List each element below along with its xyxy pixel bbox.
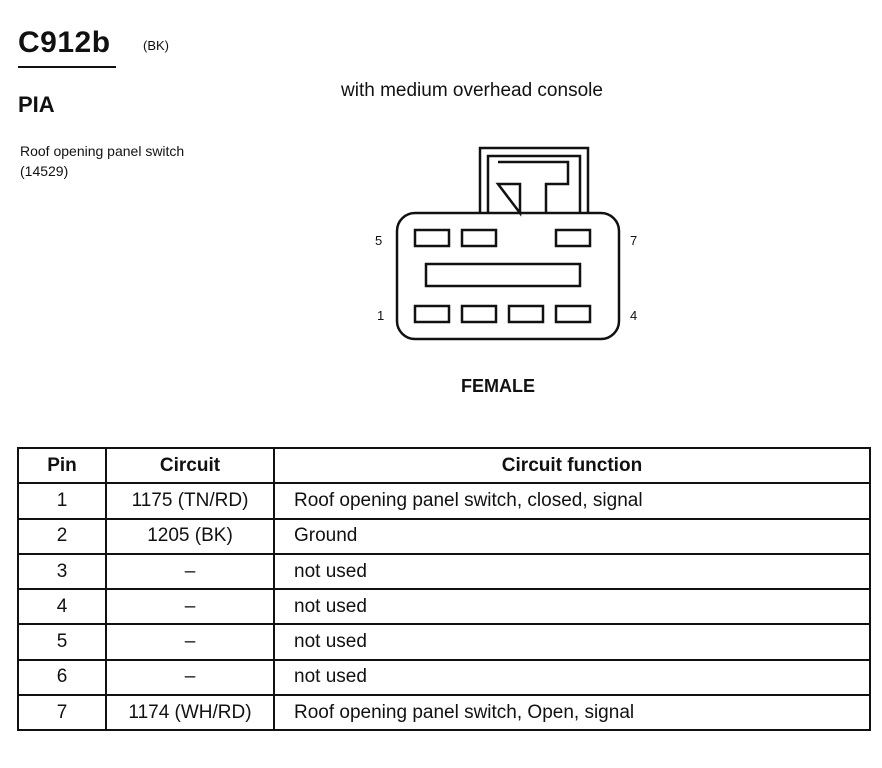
pin-label-4: 4 [630,308,637,323]
table-row: 3 – not used [17,552,871,591]
function-cell: not used [273,552,871,591]
pin-cavity-4 [554,304,592,324]
pin-cell: 2 [17,517,107,555]
function-cell: Roof opening panel switch, Open, signal [273,694,871,732]
circuit-cell: 1175 (TN/RD) [105,482,275,520]
pin-cavity-7 [554,228,592,248]
pinout-table: Pin Circuit Circuit function 1 1175 (TN/… [17,446,871,732]
connector-id: C912b [18,26,111,59]
table-row: 7 1174 (WH/RD) Roof opening panel switch… [17,694,871,732]
pin-label-5: 5 [375,233,382,248]
circuit-cell: – [105,588,275,626]
function-cell: not used [273,588,871,626]
connector-body [395,211,621,341]
table-row: 2 1205 (BK) Ground [17,517,871,555]
table-row: 4 – not used [17,588,871,626]
connector-gender: FEMALE [461,376,535,396]
pin-label-1: 1 [377,308,384,323]
connector-id-underline [18,66,116,68]
connector-description: Roof opening panel switch (14529) [20,143,185,179]
header-circuit-function: Circuit function [273,446,871,485]
pin-cavity-6 [460,228,498,248]
locking-tab [478,146,590,213]
connector-color: (BK) [143,38,169,53]
table-row: 5 – not used [17,623,871,661]
table-row: 1 1175 (TN/RD) Roof opening panel switch… [17,482,871,520]
pin-cavity-5 [413,228,451,248]
pin-cell: 3 [17,552,107,591]
center-slot [424,262,582,288]
header-circuit: Circuit [105,446,275,485]
function-cell: not used [273,623,871,661]
circuit-cell: 1205 (BK) [105,517,275,555]
pin-label-7: 7 [630,233,637,248]
pin-cavity-1 [413,304,451,324]
function-cell: Ground [273,517,871,555]
circuit-cell: – [105,658,275,697]
function-cell: not used [273,658,871,697]
pin-cell: 6 [17,658,107,697]
locking-tab-latch [495,160,570,217]
pin-cavity-2 [460,304,498,324]
connector-face-diagram: 5 7 1 4 [375,146,637,341]
table-row: 6 – not used [17,658,871,697]
pin-cavity-3 [507,304,545,324]
function-cell: Roof opening panel switch, closed, signa… [273,482,871,520]
table-header-row: Pin Circuit Circuit function [17,446,871,485]
pin-cell: 7 [17,694,107,732]
connector-variant: with medium overhead console [341,80,603,101]
circuit-cell: – [105,623,275,661]
circuit-cell: – [105,552,275,591]
connector-location: PIA [18,92,55,117]
header-pin: Pin [17,446,107,485]
pin-cell: 4 [17,588,107,626]
locking-tab-inner [486,154,582,213]
pin-cell: 1 [17,482,107,520]
pin-cell: 5 [17,623,107,661]
circuit-cell: 1174 (WH/RD) [105,694,275,732]
